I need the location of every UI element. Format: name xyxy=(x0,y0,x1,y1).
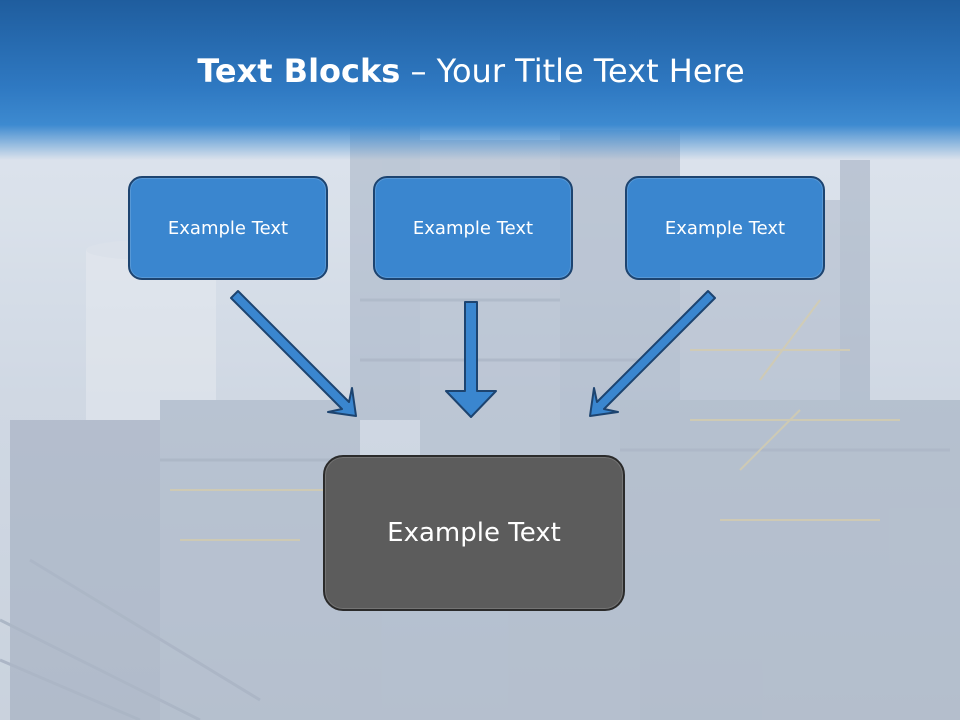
text-block-2[interactable]: Example Text xyxy=(373,176,573,280)
center-text-block-label: Example Text xyxy=(387,518,561,548)
text-block-1-label: Example Text xyxy=(167,217,289,239)
text-block-3[interactable]: Example Text xyxy=(625,176,825,280)
title-bold-part: Text Blocks xyxy=(197,52,401,90)
title-band xyxy=(0,0,960,160)
title-rest: Your Title Text Here xyxy=(436,52,745,90)
arrow-center xyxy=(445,301,497,418)
arrow-right xyxy=(589,290,716,417)
slide-title: Text Blocks – Your Title Text Here xyxy=(0,52,942,90)
arrow-left xyxy=(230,290,357,417)
center-text-block[interactable]: Example Text xyxy=(323,455,625,611)
text-block-3-label: Example Text xyxy=(664,217,786,239)
title-separator: – xyxy=(400,52,437,90)
text-block-1[interactable]: Example Text xyxy=(128,176,328,280)
text-block-2-label: Example Text xyxy=(412,217,534,239)
